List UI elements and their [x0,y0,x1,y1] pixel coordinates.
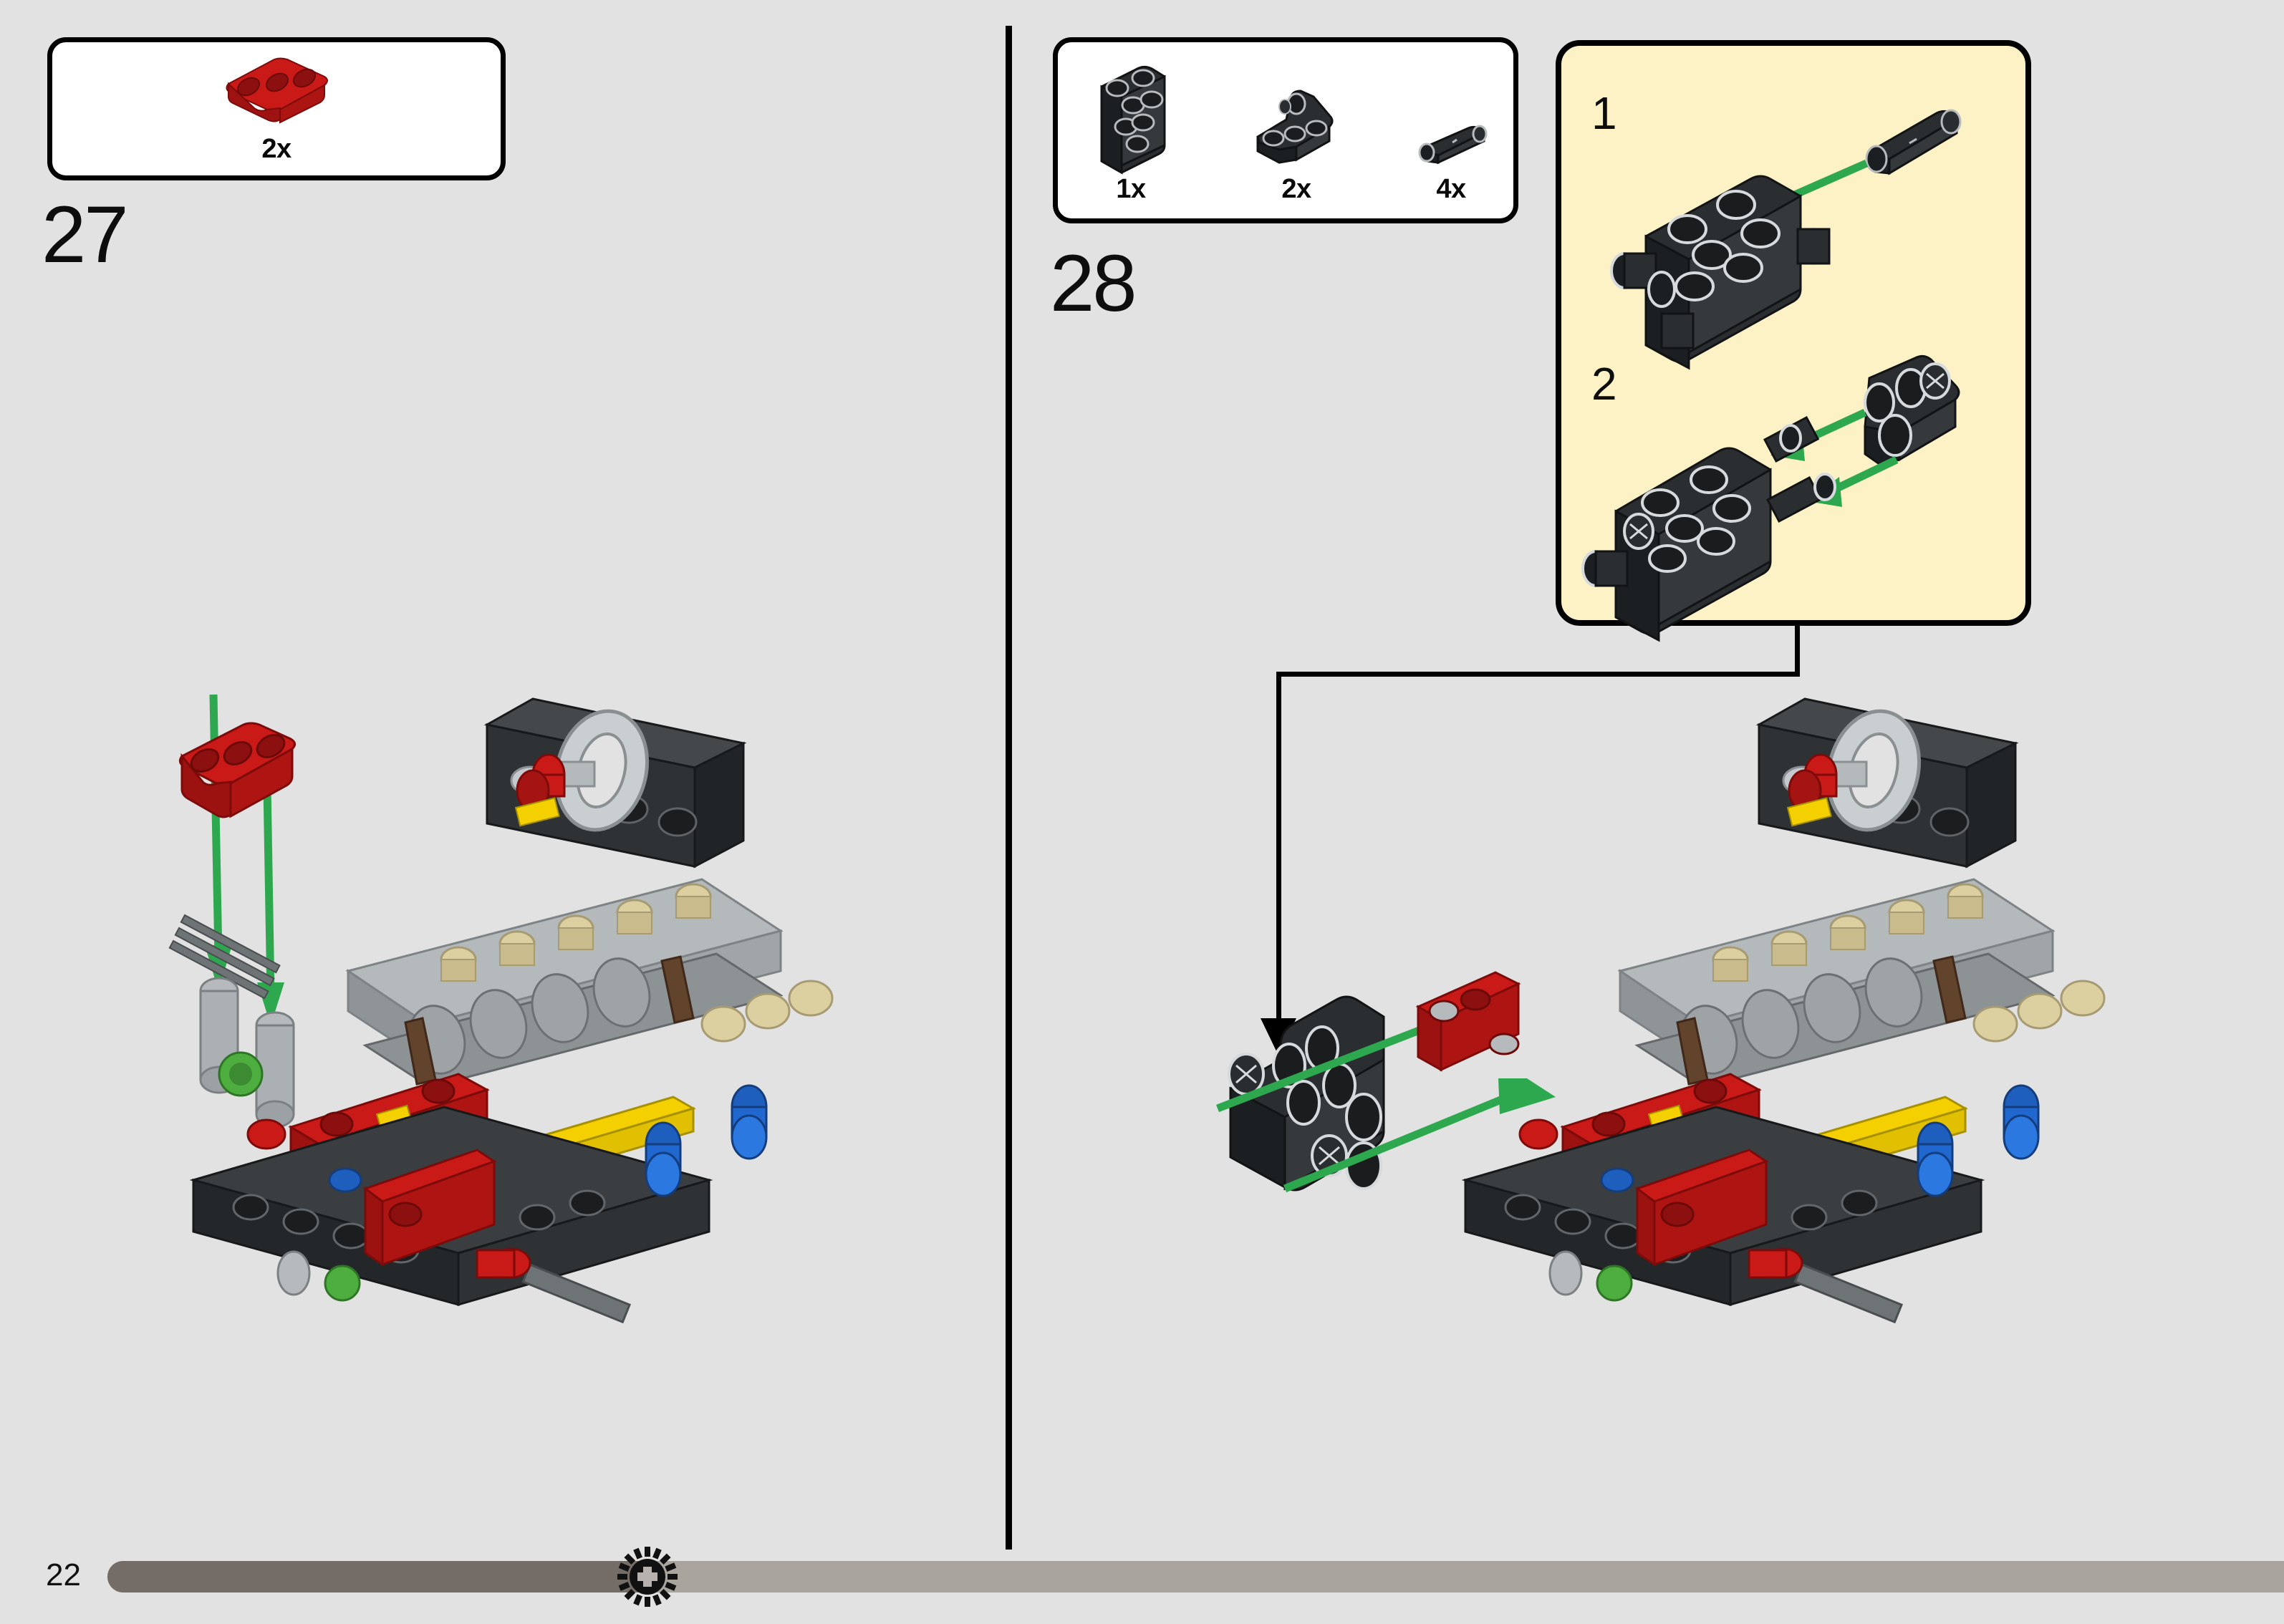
engine-crankshaft [362,952,834,1088]
technic-frame-5x7-black-icon [1077,61,1185,175]
red-beam-step27-installed [1415,971,1521,1072]
rear-axle [276,1247,632,1324]
rear-axle [1548,1247,1904,1324]
page-divider [1006,26,1012,1550]
parts-box-step-28: 1x [1053,37,1518,223]
technic-angular-beam-black-icon [1246,82,1346,168]
connector-segment-left [1276,672,1281,1021]
technic-beam-1x3-red-icon [208,42,344,128]
part-entry: 1x [1077,61,1185,203]
steering-wheel [514,709,649,832]
substep-index-2: 2 [1591,358,1617,410]
blue-pins [1600,1084,2040,1197]
front-red-beam [362,1149,497,1267]
part-entry: 2x [1246,82,1346,203]
part-entry: 4x [1408,111,1494,203]
steering-wheel [1786,709,1921,832]
engine-crankshaft [1634,952,2106,1088]
grey-receiving-pins [199,977,295,1128]
step-number-27: 27 [42,190,129,279]
technic-frame-with-pins [1581,415,1836,642]
connector-segment-top [1276,672,1800,677]
connector-segment-right [1795,626,1800,676]
technic-axle-pin-black-icon [1408,111,1494,168]
step-number-28: 28 [1050,238,1137,328]
part-entry: 2x [208,42,344,163]
assembly-illustration-step-27 [150,687,960,1332]
progress-bar-fill [107,1561,646,1592]
part-count-label: 2x [1281,174,1311,204]
loose-red-beam [178,722,296,818]
substep-1-illustration [1583,74,2015,370]
substep-2-illustration [1576,347,2023,642]
page-number: 22 [46,1557,81,1592]
technic-gear-icon [617,1547,678,1607]
technic-frame [1610,175,1831,370]
assembly-illustration-step-28 [1203,687,2206,1332]
grey-axles-left [168,914,281,1000]
part-count-label: 1x [1116,174,1146,204]
parts-box-step-27: 2x [47,37,506,180]
blue-pins [328,1084,768,1197]
substep-index-1: 1 [1591,87,1617,139]
front-red-beam [1634,1149,1769,1267]
part-count-label: 2x [261,134,291,164]
part-count-label: 4x [1436,174,1466,204]
progress-bar-track [107,1561,2284,1592]
subassembly-callout-box: 1 [1556,40,2031,642]
loose-angular-beam [1864,354,1960,465]
loose-axle-pin [1865,109,1962,175]
